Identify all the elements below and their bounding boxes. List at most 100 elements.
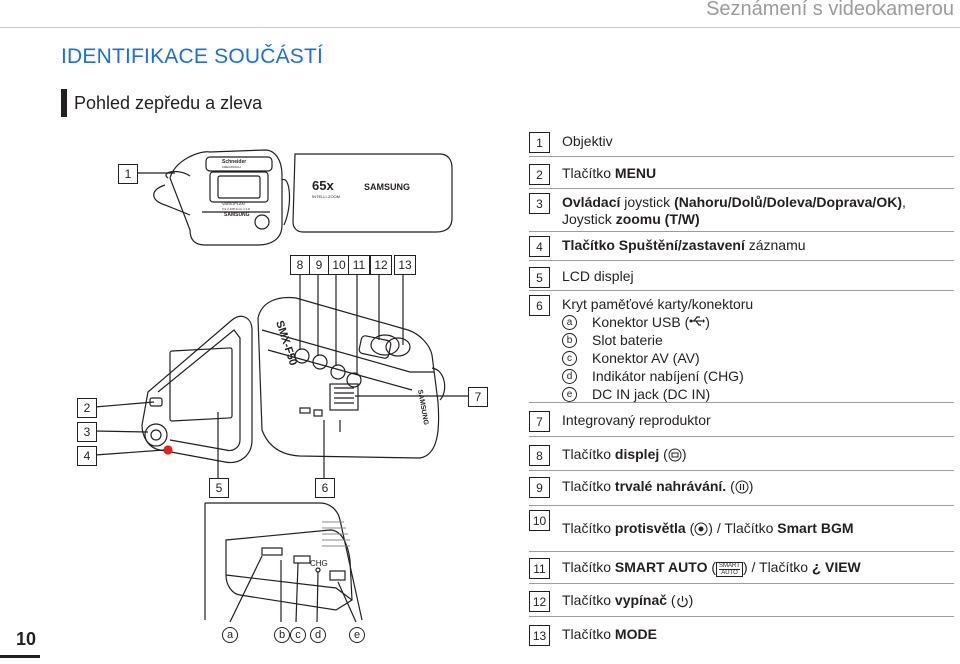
legend-item-10: 10 Tlačítko protisvětla () / Tlačítko Sm… bbox=[529, 510, 954, 540]
legend-item-2: 2 Tlačítko MENU bbox=[529, 164, 954, 185]
callout-c: c bbox=[290, 627, 306, 643]
subsection-bar bbox=[61, 89, 67, 117]
legend-text: Tlačítko Spuštění/zastavení záznamu bbox=[562, 237, 806, 253]
divider bbox=[529, 290, 954, 291]
callout-2: 2 bbox=[77, 398, 97, 418]
callout-a: a bbox=[222, 627, 238, 643]
lens-spec: f=2.2-108.2mm 1:1.8 bbox=[222, 207, 250, 211]
model-label: SMX-F50 bbox=[273, 319, 299, 367]
display-icon bbox=[668, 448, 682, 466]
callout-12: 12 bbox=[370, 255, 392, 275]
header-title: Seznámení s videokamerou bbox=[706, 0, 954, 20]
lens-sub: KREUZNACH bbox=[222, 165, 241, 169]
divider bbox=[529, 188, 954, 189]
lens-brand: Schneider bbox=[222, 159, 246, 165]
legend-item-7: 7 Integrovaný reproduktor bbox=[529, 411, 954, 432]
divider bbox=[529, 470, 954, 471]
legend-number: 7 bbox=[529, 411, 550, 432]
subsection-heading: Pohled zepředu a zleva bbox=[61, 89, 262, 117]
divider bbox=[529, 231, 954, 232]
callout-3: 3 bbox=[77, 422, 97, 442]
legend-number: 4 bbox=[529, 236, 550, 257]
callout-4: 4 bbox=[77, 446, 97, 466]
legend-item-4: 4 Tlačítko Spuštění/zastavení záznamu bbox=[529, 236, 954, 257]
callout-6: 6 bbox=[315, 478, 335, 498]
legend-item-12: 12 Tlačítko vypínač () bbox=[529, 591, 954, 612]
zoom-label: 65x bbox=[312, 178, 334, 193]
callout-5: 5 bbox=[209, 478, 229, 498]
divider bbox=[529, 260, 954, 261]
legend-text: Tlačítko MODE bbox=[562, 626, 657, 642]
page-number: 10 bbox=[16, 629, 37, 649]
legend-item-3: 3 Ovládací joystick (Nahoru/Dolů/Doleva/… bbox=[529, 193, 954, 228]
callout-d: d bbox=[310, 627, 326, 643]
legend-item-1: 1 Objektiv bbox=[529, 132, 954, 153]
legend-item-13: 13 Tlačítko MODE bbox=[529, 625, 954, 646]
legend-number: 5 bbox=[529, 267, 550, 288]
backlight-icon bbox=[694, 522, 708, 540]
legend-text: Integrovaný reproduktor bbox=[562, 412, 711, 428]
legend-number: 6 bbox=[529, 295, 550, 316]
view-icon: ¿ bbox=[811, 559, 822, 576]
callout-7: 7 bbox=[468, 387, 488, 407]
zoom-sub-label: INTELLI-ZOOM bbox=[312, 194, 340, 199]
legend-text: Tlačítko protisvětla () / Tlačítko Smart… bbox=[562, 520, 854, 540]
continuous-rec-icon bbox=[735, 480, 749, 498]
callout-8: 8 bbox=[290, 255, 310, 275]
legend-item-5: 5 LCD displej bbox=[529, 267, 954, 288]
legend-text: Objektiv bbox=[562, 133, 613, 149]
legend-number: 1 bbox=[529, 132, 550, 153]
subsection-title: Pohled zepředu a zleva bbox=[74, 92, 263, 113]
callout-e: e bbox=[349, 627, 365, 643]
callout-11: 11 bbox=[348, 255, 370, 275]
divider bbox=[529, 551, 954, 552]
callout-10: 10 bbox=[328, 255, 350, 275]
front-brand: SAMSUNG bbox=[224, 212, 250, 218]
legend-item-8: 8 Tlačítko displej () bbox=[529, 445, 954, 466]
connector-detail bbox=[204, 502, 363, 623]
chg-label: CHG bbox=[310, 559, 328, 568]
camera-front-view bbox=[153, 149, 453, 246]
legend-number: 8 bbox=[529, 445, 550, 466]
side-brand: SAMSUNG bbox=[416, 389, 429, 426]
usb-icon bbox=[689, 314, 706, 331]
page-number-rule bbox=[0, 655, 40, 658]
power-icon bbox=[676, 595, 689, 612]
legend-number: 3 bbox=[529, 193, 550, 214]
section-title: IDENTIFIKACE SOUČÁSTÍ bbox=[61, 45, 324, 68]
legend-number: 12 bbox=[529, 591, 550, 612]
legend-number: 2 bbox=[529, 164, 550, 185]
camera-side-view bbox=[141, 296, 446, 464]
callout-9: 9 bbox=[309, 255, 329, 275]
callout-1: 1 bbox=[118, 164, 138, 184]
callout-13: 13 bbox=[394, 255, 416, 275]
header-rule bbox=[0, 27, 960, 28]
divider bbox=[529, 583, 954, 584]
legend-text: Tlačítko displej () bbox=[562, 446, 687, 466]
divider bbox=[529, 436, 954, 437]
legend-text: LCD displej bbox=[562, 268, 634, 284]
divider bbox=[529, 505, 954, 506]
legend-number: 9 bbox=[529, 477, 550, 498]
legend-number: 11 bbox=[529, 558, 550, 579]
brand-label: SAMSUNG bbox=[364, 182, 410, 192]
legend-number: 10 bbox=[529, 510, 550, 531]
callout-b: b bbox=[274, 627, 290, 643]
legend-text: Tlačítko MENU bbox=[562, 165, 657, 181]
legend-text: Tlačítko vypínač () bbox=[562, 592, 693, 612]
legend-text: Ovládací joystick (Nahoru/Dolů/Doleva/Do… bbox=[562, 194, 906, 227]
divider bbox=[529, 156, 954, 157]
legend-number: 13 bbox=[529, 625, 550, 646]
divider bbox=[529, 616, 954, 617]
